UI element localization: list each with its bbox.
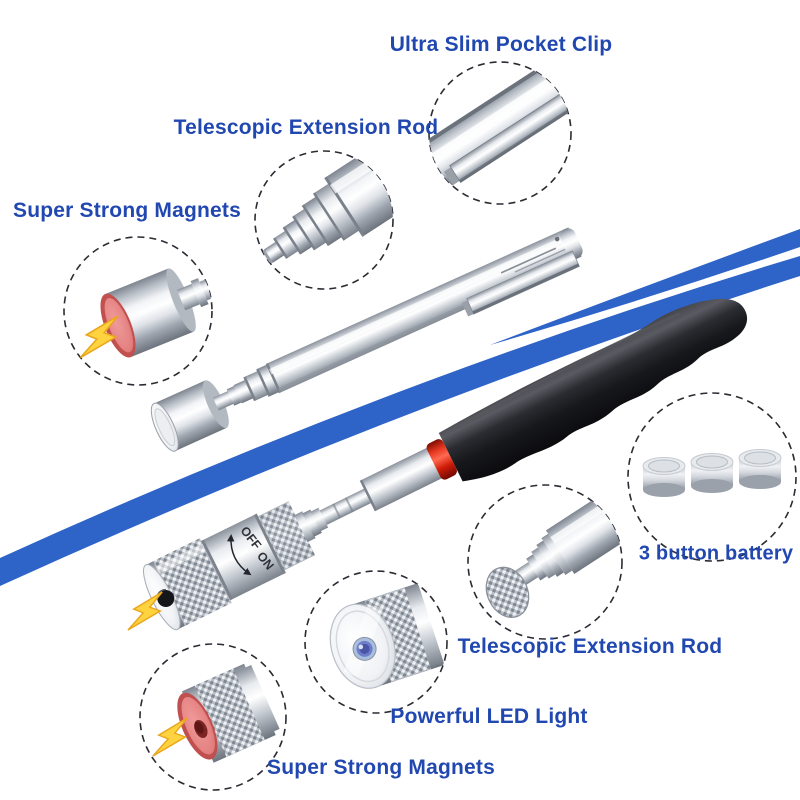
ergonomic-grip-handle xyxy=(438,298,748,482)
lightning-bolt-icon xyxy=(127,591,163,631)
magnet-detail-left xyxy=(79,268,212,359)
label-telescopic-rod-bottom: Telescopic Extension Rod xyxy=(457,635,723,658)
callout-super-strong-magnets-bottom xyxy=(139,643,287,791)
callout-led-light xyxy=(304,570,448,714)
led-magnetic-pickup-tool: OFF ON xyxy=(143,298,748,631)
button-cell xyxy=(690,453,734,493)
pocket-clip-detail xyxy=(429,62,571,195)
label-super-strong-magnets-bottom: Super Strong Magnets xyxy=(266,756,496,779)
switch-arrow xyxy=(226,534,252,576)
callout-super-strong-magnets-left xyxy=(63,236,213,386)
swoosh-stripe-thick xyxy=(0,256,800,586)
button-cell xyxy=(642,457,686,497)
pocket-clip xyxy=(461,250,580,317)
telescopic-rod-barrel xyxy=(360,447,443,511)
telescope-segments xyxy=(233,364,280,404)
magnet-detail-bottom xyxy=(152,663,280,763)
callout-button-battery xyxy=(627,392,797,562)
red-accent-ring xyxy=(426,439,457,480)
callout-telescopic-rod-bottom xyxy=(467,484,623,640)
label-super-strong-magnets-left: Super Strong Magnets xyxy=(12,199,242,222)
button-battery-detail xyxy=(642,449,782,497)
magnet-head-hole xyxy=(157,589,175,607)
lightning-bolt-icon xyxy=(152,717,188,757)
telescopic-rod-bottom-detail xyxy=(485,496,622,618)
telescopic-pen-magnet-tool xyxy=(150,227,583,452)
telescopic-rod-detail xyxy=(263,151,393,264)
led-light-detail xyxy=(329,583,445,689)
button-cell xyxy=(738,449,782,489)
callout-telescopic-rod-top xyxy=(254,150,394,290)
label-pocket-clip: Ultra Slim Pocket Clip xyxy=(389,33,613,56)
label-telescopic-rod-top: Telescopic Extension Rod xyxy=(173,116,439,139)
swoosh-stripe-thin xyxy=(490,229,800,345)
label-button-battery: 3 button battery xyxy=(638,542,794,565)
label-led-light: Powerful LED Light xyxy=(390,705,588,728)
blue-swoosh-stripes xyxy=(0,229,800,586)
callout-pocket-clip xyxy=(428,61,572,205)
